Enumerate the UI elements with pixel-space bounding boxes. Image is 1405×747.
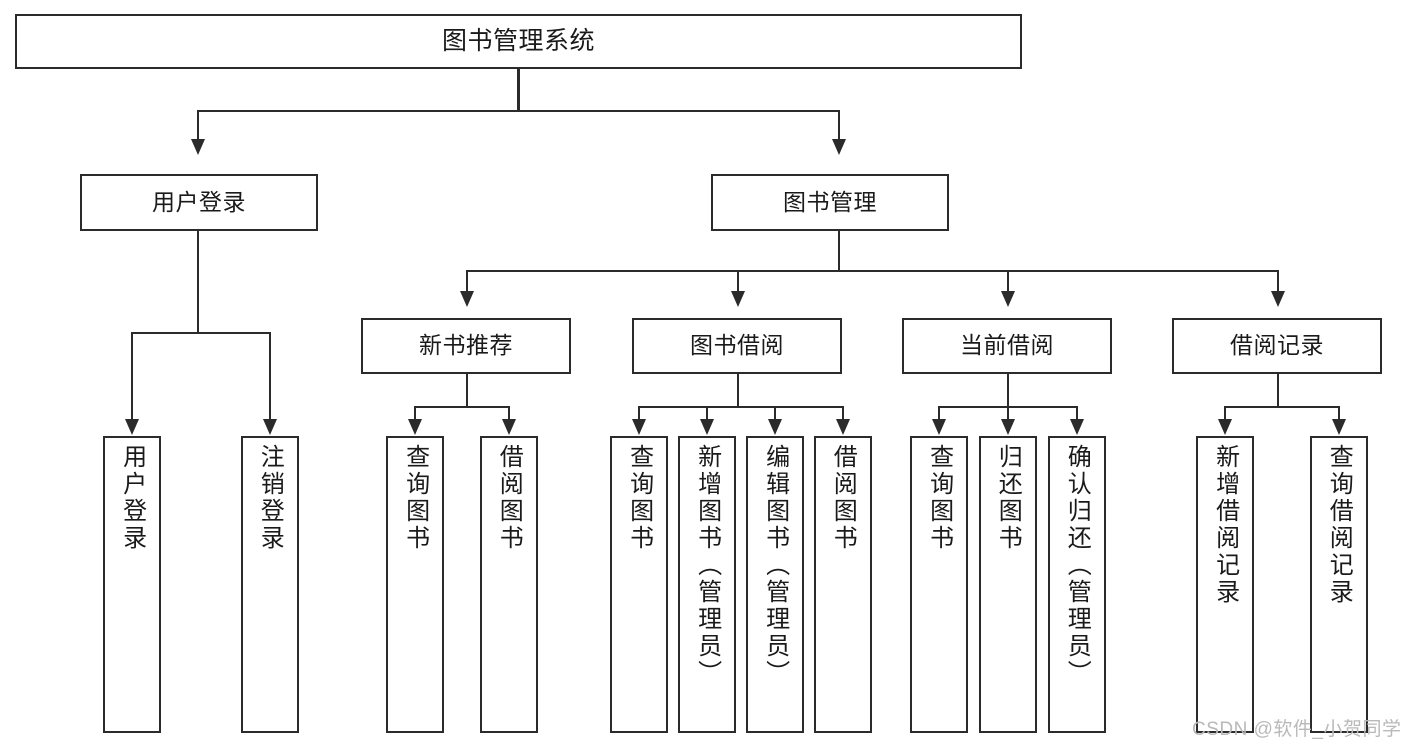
node-new-book-rec[interactable]: 新书推荐 [361,318,571,374]
connector-book-borrow-stem [736,374,739,408]
node-user-login[interactable]: 用户登录 [80,174,318,231]
connector-new-book-rec-stem [466,374,469,408]
arrow-user-login-to-leaf-2 [262,419,277,435]
arrow-book-borrow-to-leaf-3 [768,419,783,435]
arrow-current-borrow-to-leaf-2 [1000,419,1015,435]
connector-book-manage-to-borrow-record [1276,270,1279,292]
connector-root-to-book-manage [837,110,840,140]
connector-user-login-to-leaf-2 [268,332,271,420]
node-leaf-logout-label: 注销登录 [256,444,284,552]
arrow-user-login-to-leaf-1 [125,419,140,435]
connector-new-book-rec-to-leaf-2 [507,406,510,420]
node-leaf-add-book[interactable]: 新增图书（管理员） [678,436,736,733]
node-leaf-borrow-book-2-label: 借阅图书 [829,444,857,552]
arrow-new-book-rec-to-leaf-2 [501,419,516,435]
connector-current-borrow-to-leaf-1 [938,406,941,420]
node-leaf-edit-book[interactable]: 编辑图书（管理员） [746,436,804,733]
node-leaf-query-book-1[interactable]: 查询图书 [386,436,444,733]
node-root[interactable]: 图书管理系统 [15,14,1022,69]
connector-borrow-record-bus [1224,406,1339,409]
arrow-new-book-rec-to-leaf-1 [408,419,423,435]
node-leaf-return-book-label: 归还图书 [994,444,1022,552]
arrow-book-manage-to-new-book-rec [460,291,475,307]
connector-book-borrow-to-leaf-4 [841,406,844,420]
connector-current-borrow-stem [1006,374,1009,408]
connector-user-login-to-leaf-1 [131,332,134,420]
connector-book-borrow-to-leaf-2 [706,406,709,420]
node-leaf-query-book-3[interactable]: 查询图书 [910,436,968,733]
arrow-book-manage-to-book-borrow [730,291,745,307]
node-leaf-query-book-2-label: 查询图书 [625,444,653,552]
node-user-login-label: 用户登录 [152,188,246,215]
connector-borrow-record-to-leaf-2 [1337,406,1340,420]
arrow-book-manage-to-borrow-record [1270,291,1285,307]
node-book-borrow[interactable]: 图书借阅 [632,318,842,374]
node-leaf-borrow-book-1[interactable]: 借阅图书 [479,436,538,733]
node-leaf-borrow-book-2[interactable]: 借阅图书 [813,436,872,733]
arrow-current-borrow-to-leaf-3 [1069,419,1084,435]
watermark-text: CSDN @软件_小贺同学 [1192,719,1402,740]
node-leaf-query-record[interactable]: 查询借阅记录 [1309,436,1368,733]
node-borrow-record-label: 借阅记录 [1230,332,1324,359]
connector-book-manage-to-current-borrow [1006,270,1009,292]
connector-new-book-rec-to-leaf-1 [414,406,417,420]
connector-root-to-user-login [197,110,200,140]
connector-current-borrow-to-leaf-2 [1006,406,1009,420]
connector-new-book-rec-bus [414,406,509,409]
node-leaf-return-book[interactable]: 归还图书 [978,436,1037,733]
node-current-borrow-label: 当前借阅 [960,332,1054,359]
connector-book-borrow-to-leaf-1 [638,406,641,420]
arrow-root-to-user-login [191,139,206,155]
connector-current-borrow-to-leaf-3 [1075,406,1078,420]
arrow-book-borrow-to-leaf-4 [835,419,850,435]
node-leaf-query-record-label: 查询借阅记录 [1325,444,1353,606]
connector-book-manage-to-book-borrow [736,270,739,292]
connector-book-manage-stem [837,231,840,271]
connector-book-borrow-bus [638,406,843,409]
arrow-current-borrow-to-leaf-1 [932,419,947,435]
node-leaf-user-login-label: 用户登录 [118,444,146,552]
connector-user-login-stem [197,231,200,333]
arrow-book-borrow-to-leaf-2 [700,419,715,435]
arrow-borrow-record-to-leaf-2 [1331,419,1346,435]
connector-book-manage-bus [466,270,1278,273]
node-leaf-add-record[interactable]: 新增借阅记录 [1196,436,1254,733]
node-leaf-query-book-3-label: 查询图书 [925,444,953,552]
node-leaf-confirm-return[interactable]: 确认归还（管理员） [1047,436,1106,733]
node-borrow-record[interactable]: 借阅记录 [1172,318,1382,374]
arrow-root-to-book-manage [831,139,846,155]
connector-root-bus [197,110,839,113]
node-book-manage-label: 图书管理 [783,188,877,215]
connector-root-stem [517,68,520,111]
node-leaf-confirm-return-label: 确认归还（管理员） [1063,444,1091,687]
connector-user-login-bus [131,332,270,335]
node-leaf-add-book-label: 新增图书（管理员） [693,444,721,687]
node-leaf-edit-book-label: 编辑图书（管理员） [761,444,789,687]
node-leaf-query-book-2[interactable]: 查询图书 [610,436,668,733]
node-root-label: 图书管理系统 [441,26,595,55]
node-leaf-user-login[interactable]: 用户登录 [103,436,161,733]
node-current-borrow[interactable]: 当前借阅 [902,318,1112,374]
arrow-borrow-record-to-leaf-1 [1218,419,1233,435]
node-leaf-logout[interactable]: 注销登录 [240,436,299,733]
connector-borrow-record-stem [1276,374,1279,408]
arrow-book-manage-to-current-borrow [1000,291,1015,307]
arrow-book-borrow-to-leaf-1 [632,419,647,435]
node-leaf-query-book-1-label: 查询图书 [401,444,429,552]
connector-borrow-record-to-leaf-1 [1224,406,1227,420]
node-leaf-add-record-label: 新增借阅记录 [1211,444,1239,606]
connector-book-manage-to-new-book-rec [466,270,469,292]
connector-book-borrow-to-leaf-3 [774,406,777,420]
node-book-manage[interactable]: 图书管理 [711,174,949,231]
node-new-book-rec-label: 新书推荐 [419,332,513,359]
node-book-borrow-label: 图书借阅 [690,332,784,359]
node-leaf-borrow-book-1-label: 借阅图书 [495,444,523,552]
